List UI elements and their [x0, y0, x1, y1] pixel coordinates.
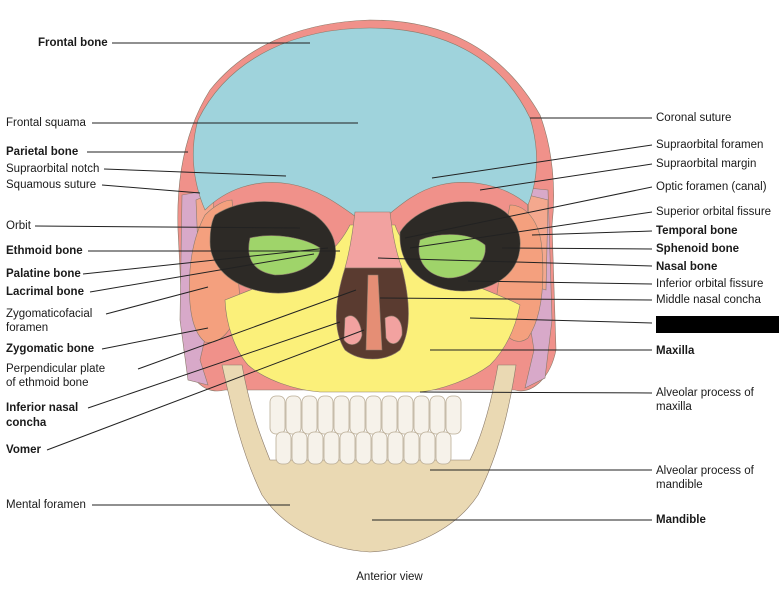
tooth: [317, 395, 334, 435]
leader-line: [404, 186, 653, 239]
teeth-group: [269, 395, 462, 465]
label-nasal-bone: Nasal bone: [656, 261, 718, 273]
leader-lines: [34, 42, 653, 521]
tooth: [381, 395, 398, 435]
label-superior-orbital-fissure: Superior orbital fissure: [656, 206, 772, 218]
leader-line: [377, 257, 653, 267]
label-inferior-orbital-fissure: Inferior orbital fissure: [656, 278, 764, 290]
tooth: [333, 395, 350, 435]
tooth: [339, 431, 356, 465]
tooth: [323, 431, 340, 465]
label-palatine-bone: Palatine bone: [6, 268, 81, 280]
label-lacrimal-bone: Lacrimal bone: [6, 286, 84, 298]
leader-line: [379, 297, 653, 301]
leader-line: [531, 230, 653, 236]
leader-line: [46, 329, 365, 451]
figure-caption: Anterior view: [356, 571, 423, 583]
tooth: [435, 431, 452, 465]
tooth: [291, 431, 308, 465]
label-coronal-suture: Coronal suture: [656, 112, 732, 124]
label-ethmoid-bone: Ethmoid bone: [6, 245, 83, 257]
vomer-shape: [365, 274, 383, 351]
label-frontal-bone: Frontal bone: [38, 37, 108, 49]
leader-line: [469, 317, 653, 324]
label-supraorbital-notch: Supraorbital notch: [6, 163, 100, 175]
label-zygomatic-bone: Zygomatic bone: [6, 343, 95, 355]
label-maxilla: Maxilla: [656, 345, 695, 357]
label-middle-nasal-concha: Middle nasal concha: [656, 294, 761, 306]
leader-line: [101, 327, 209, 350]
tooth: [445, 395, 462, 435]
label-supraorbital-margin: Supraorbital margin: [656, 158, 757, 170]
tooth: [275, 431, 292, 465]
label-mandible: Mandible: [656, 514, 706, 526]
label-vomer: Vomer: [6, 444, 41, 456]
tooth: [365, 395, 382, 435]
tooth: [307, 431, 324, 465]
label-sphenoid-bone: Sphenoid bone: [656, 243, 740, 255]
tooth: [349, 395, 366, 435]
label-supraorbital-foramen: Supraorbital foramen: [656, 139, 764, 151]
leader-line: [137, 289, 357, 370]
tooth: [301, 395, 318, 435]
frontal-bone-shape: [192, 27, 537, 229]
redacted-label: [656, 316, 779, 333]
label-perpendicular-plate: Perpendicular plate of ethmoid bone: [6, 363, 106, 389]
tooth: [285, 395, 302, 435]
tooth: [419, 431, 436, 465]
leader-line: [431, 144, 653, 179]
tooth: [269, 395, 286, 435]
leader-line: [82, 247, 329, 275]
tooth: [387, 431, 404, 465]
label-frontal-squama: Frontal squama: [6, 117, 86, 129]
label-orbit: Orbit: [6, 220, 31, 232]
label-temporal-bone: Temporal bone: [656, 225, 738, 237]
label-alveolar-process-mandible: Alveolar process of mandible: [656, 465, 754, 491]
tooth: [413, 395, 430, 435]
leader-line: [501, 247, 653, 250]
leader-line: [87, 321, 341, 409]
leader-line: [409, 211, 653, 249]
label-squamous-suture: Squamous suture: [6, 179, 97, 191]
label-mental-foramen: Mental foramen: [6, 499, 86, 511]
leader-line: [34, 225, 301, 229]
tooth: [403, 431, 420, 465]
leader-line: [101, 184, 201, 194]
tooth: [397, 395, 414, 435]
leader-line: [467, 280, 653, 285]
leader-line: [479, 163, 653, 191]
leader-line: [419, 391, 653, 394]
label-inferior-nasal-concha: Inferior nasal concha: [6, 402, 79, 429]
tooth: [429, 395, 446, 435]
label-parietal-bone: Parietal bone: [6, 146, 79, 158]
leader-line: [89, 253, 315, 293]
tooth: [371, 431, 388, 465]
leader-line: [103, 168, 287, 177]
tooth: [355, 431, 372, 465]
label-optic-foramen: Optic foramen (canal): [656, 181, 767, 193]
inferior-concha-left-shape: [343, 315, 363, 345]
ethmoid-right-shape: [418, 234, 486, 279]
label-zygomaticofacial-foramen: Zygomaticofacial foramen: [6, 308, 93, 334]
inferior-concha-right-shape: [384, 315, 403, 344]
leader-line: [105, 286, 209, 315]
label-alveolar-process-maxilla: Alveolar process of maxilla: [656, 387, 754, 413]
